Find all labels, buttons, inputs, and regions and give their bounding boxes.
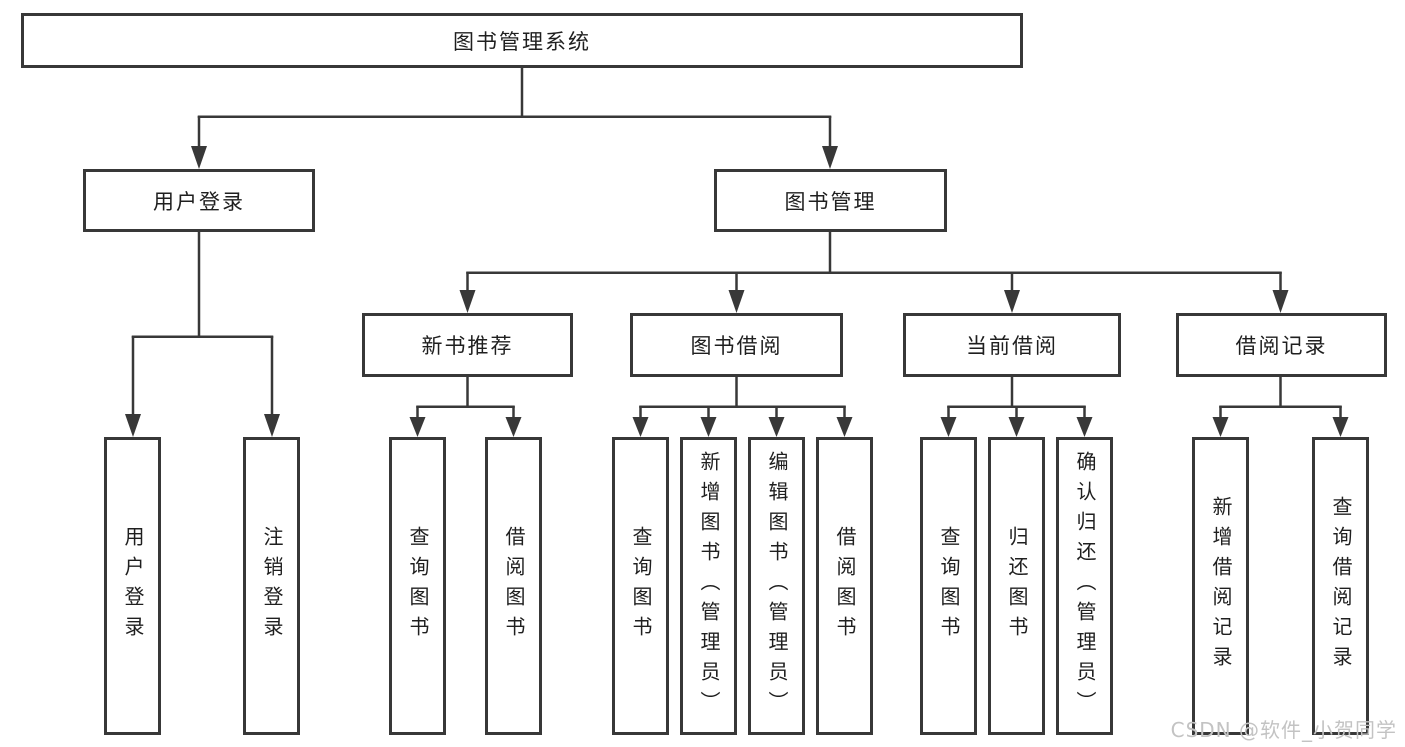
node-new-book-recommend: 新书推荐 <box>362 313 573 377</box>
node-leaf-edit-books-admin: 编辑图书（管理员） <box>748 437 805 735</box>
watermark: CSDN @软件_小贺同学 <box>1170 718 1397 742</box>
node-label: 当前借阅 <box>966 334 1058 358</box>
node-label: 查询图书 <box>937 526 961 646</box>
node-leaf-borrow-books-recommend: 借阅图书 <box>485 437 542 735</box>
node-leaf-user-login: 用户登录 <box>104 437 161 735</box>
connector-root <box>191 68 838 169</box>
node-borrow-records: 借阅记录 <box>1176 313 1387 377</box>
node-label: 新书推荐 <box>421 334 514 358</box>
connector-current-borrow <box>940 377 1093 437</box>
node-label: 用户登录 <box>121 526 145 646</box>
connector-borrow-records <box>1212 377 1349 437</box>
node-leaf-add-borrow-record: 新增借阅记录 <box>1192 437 1249 735</box>
node-leaf-confirm-return-admin: 确认归还（管理员） <box>1056 437 1113 735</box>
node-label: 新增借阅记录 <box>1209 496 1233 676</box>
connector-new-book <box>409 377 522 437</box>
node-leaf-borrow-books: 借阅图书 <box>816 437 873 735</box>
node-leaf-query-borrow-record: 查询借阅记录 <box>1312 437 1369 735</box>
node-label: 借阅图书 <box>833 526 857 646</box>
node-leaf-add-books-admin: 新增图书（管理员） <box>680 437 737 735</box>
node-label: 查询图书 <box>629 526 653 646</box>
node-user-login: 用户登录 <box>83 169 315 232</box>
node-label: 注销登录 <box>260 526 284 646</box>
node-user-login-label: 用户登录 <box>153 189 245 214</box>
node-label: 借阅记录 <box>1235 334 1328 358</box>
connector-book-borrow <box>632 377 853 437</box>
node-label: 编辑图书（管理员） <box>765 451 789 721</box>
node-label: 查询图书 <box>406 526 430 646</box>
node-label: 新增图书（管理员） <box>697 451 721 721</box>
node-leaf-return-books: 归还图书 <box>988 437 1045 735</box>
node-label: 归还图书 <box>1005 526 1029 646</box>
node-leaf-query-books-current: 查询图书 <box>920 437 977 735</box>
node-label: 查询借阅记录 <box>1329 496 1353 676</box>
node-root: 图书管理系统 <box>21 13 1023 68</box>
connector-user-login <box>125 232 280 437</box>
node-book-mgmt: 图书管理 <box>714 169 947 232</box>
node-current-borrow: 当前借阅 <box>903 313 1121 377</box>
node-leaf-query-books-recommend: 查询图书 <box>389 437 446 735</box>
node-book-mgmt-label: 图书管理 <box>784 189 877 214</box>
node-label: 确认归还（管理员） <box>1073 451 1097 721</box>
node-book-borrow: 图书借阅 <box>630 313 843 377</box>
node-label: 图书借阅 <box>690 334 783 358</box>
node-leaf-logout: 注销登录 <box>243 437 300 735</box>
node-leaf-query-books-borrow: 查询图书 <box>612 437 669 735</box>
connector-book-mgmt <box>459 232 1289 313</box>
node-root-label: 图书管理系统 <box>453 29 591 54</box>
node-label: 借阅图书 <box>502 526 526 646</box>
